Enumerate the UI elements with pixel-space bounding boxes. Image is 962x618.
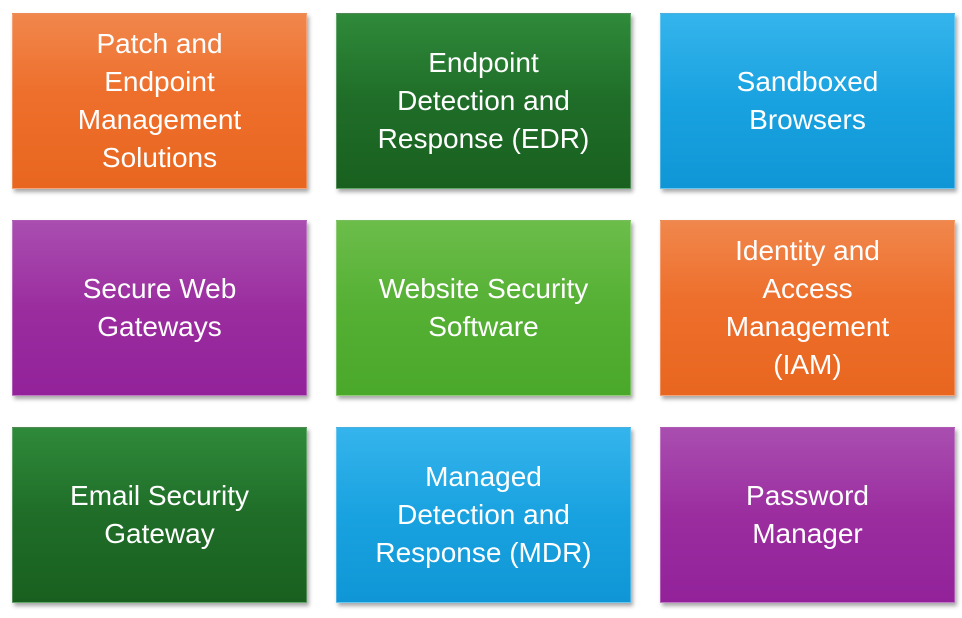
tile-patch-endpoint-management: Patch and Endpoint Management Solutions: [12, 13, 307, 189]
tile-iam: Identity and Access Management (IAM): [660, 220, 955, 396]
tile-sandboxed-browsers: Sandboxed Browsers: [660, 13, 955, 189]
tile-secure-web-gateways: Secure Web Gateways: [12, 220, 307, 396]
tile-password-manager: Password Manager: [660, 427, 955, 603]
tile-email-security-gateway: Email Security Gateway: [12, 427, 307, 603]
tile-mdr: Managed Detection and Response (MDR): [336, 427, 631, 603]
tile-website-security-software: Website Security Software: [336, 220, 631, 396]
security-tools-grid: Patch and Endpoint Management Solutions …: [12, 13, 955, 603]
tile-edr: Endpoint Detection and Response (EDR): [336, 13, 631, 189]
